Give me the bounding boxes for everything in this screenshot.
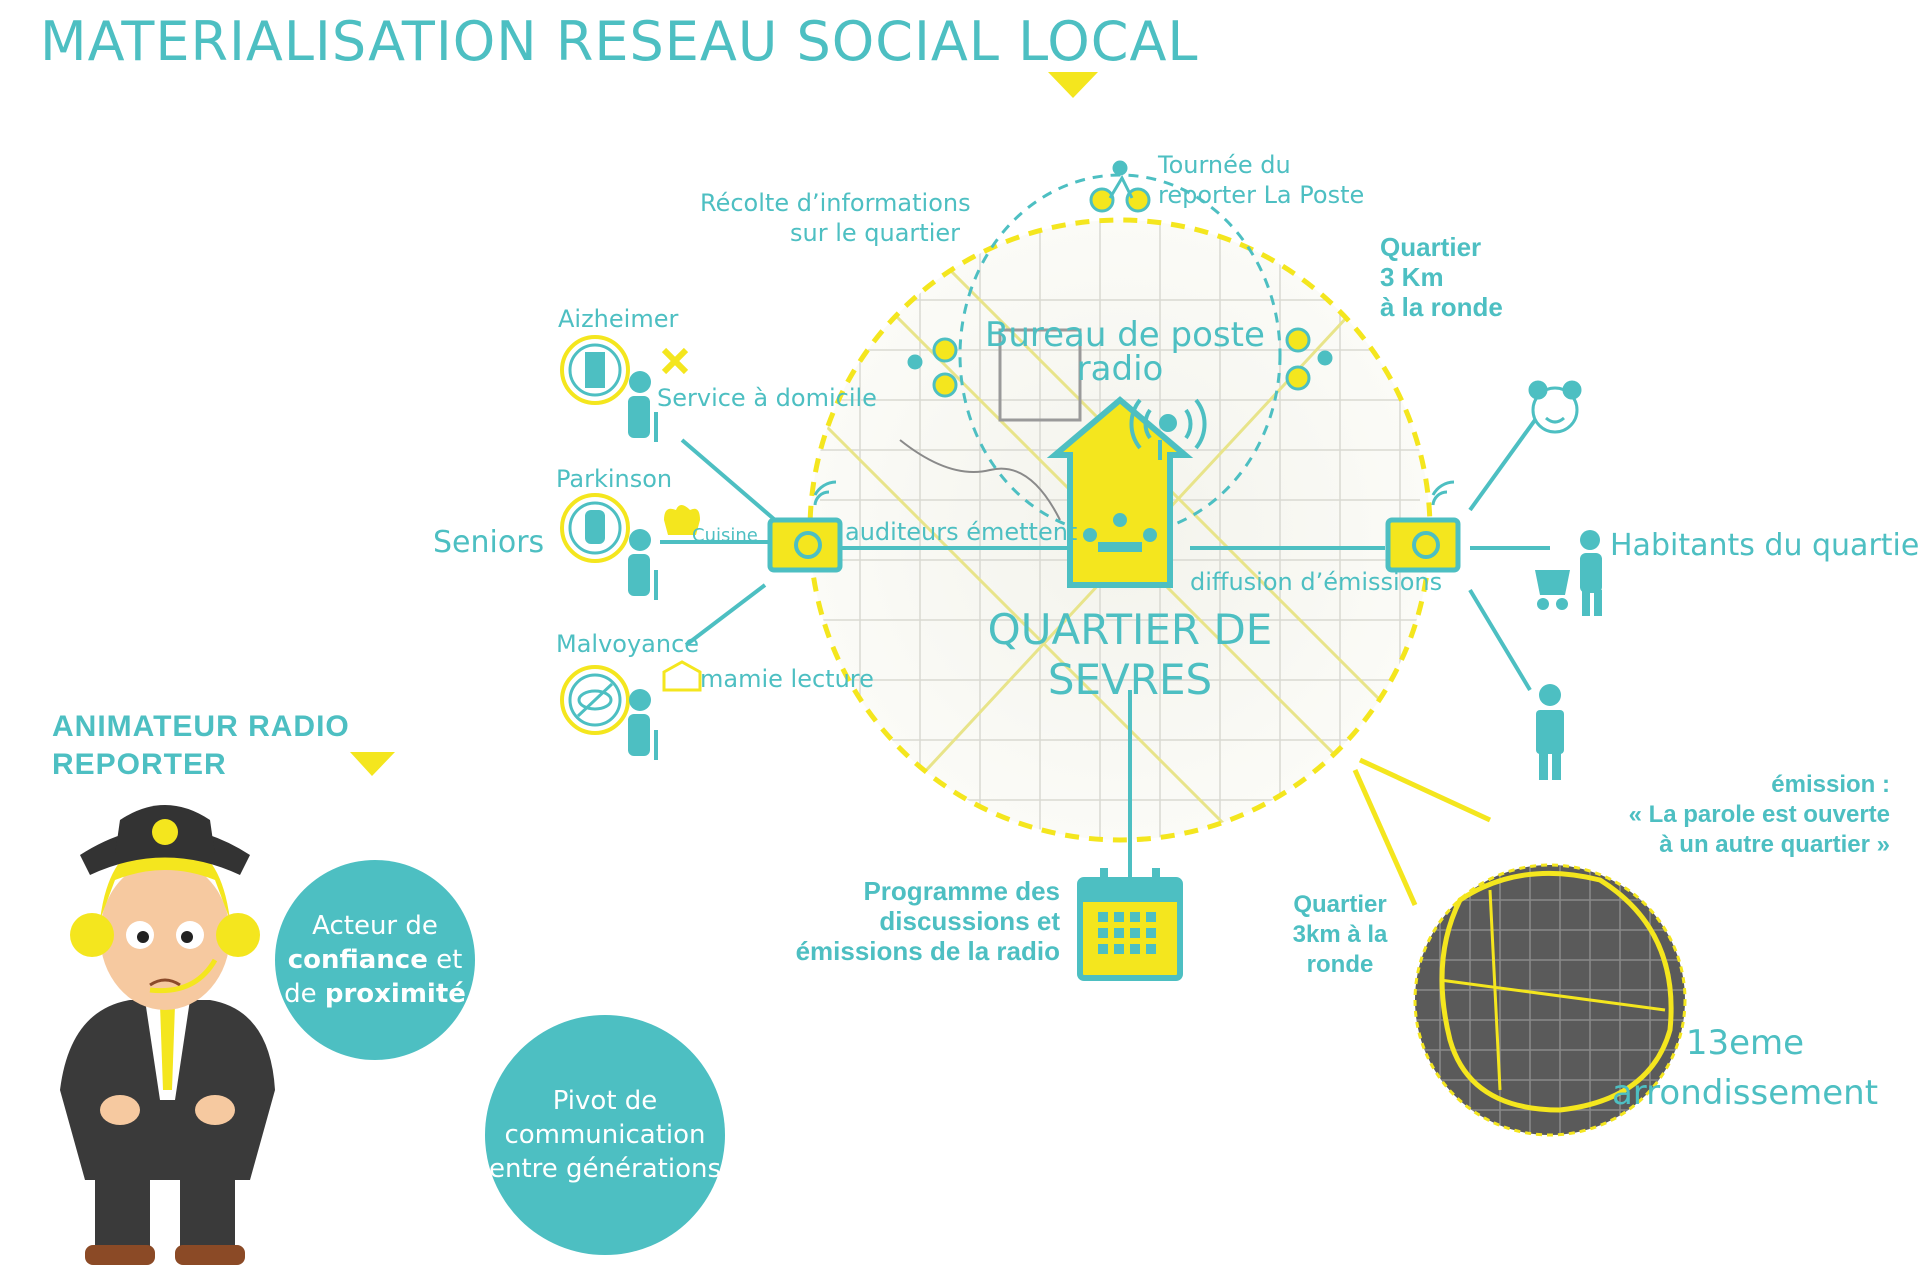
round-line: reporter La Poste xyxy=(1158,181,1365,209)
reporter-character xyxy=(60,805,275,1265)
program-label: Programme des discussions et émissions d… xyxy=(780,876,1060,966)
post-office-line: Bureau de poste xyxy=(985,315,1265,355)
reporter-round-label: Tournée du reporter La Poste xyxy=(1158,150,1364,210)
senior-person-icon xyxy=(628,371,658,760)
emission-line: à un autre quartier » xyxy=(1659,831,1890,858)
district-line: QUARTIER DE xyxy=(987,605,1273,654)
home-service-label: Service à domicile xyxy=(657,384,877,412)
reading-label: mamie lecture xyxy=(700,665,874,693)
arrondissement-line: arrondissement xyxy=(1611,1073,1879,1113)
arrondissement-line: 13eme xyxy=(1685,1023,1805,1063)
bubble-line: confiance et xyxy=(284,943,466,977)
post-office-house-icon xyxy=(1046,396,1194,588)
alzheimer-label: Aizheimer xyxy=(558,305,679,333)
malvoyance-icon xyxy=(560,665,630,735)
post-office-line: radio xyxy=(1076,349,1164,389)
cyclist-left-icon xyxy=(907,337,958,398)
alzheimer-icon xyxy=(560,335,630,405)
parent-stroller-icon xyxy=(1535,530,1602,616)
zone-radius-label: Quartier 3 Km à la ronde xyxy=(1380,232,1503,322)
post-office-label: Bureau de poste radio xyxy=(985,315,1265,389)
seniors-label: Seniors xyxy=(433,525,545,560)
zone-line: à la ronde xyxy=(1380,292,1503,322)
animateur-line: ANIMATEUR RADIO xyxy=(52,710,350,743)
arrondissement-label: 13eme arrondissement xyxy=(1610,1018,1880,1118)
bubble-bold: proximité xyxy=(324,979,466,1009)
listeners-label: auditeurs émettent xyxy=(845,518,1078,546)
child-face-icon xyxy=(1528,380,1582,434)
cyclist-right-icon xyxy=(1285,327,1333,391)
bubble-line: communication xyxy=(504,1120,706,1150)
connection-lines xyxy=(660,418,1550,880)
title-marker-icon xyxy=(1048,72,1098,98)
bubble-line: Pivot de xyxy=(552,1086,658,1116)
info-line: Récolte d’informations xyxy=(700,189,971,217)
emission-line: émission : xyxy=(1771,771,1890,798)
pivot-bubble: Pivot de communication entre générations xyxy=(485,1015,725,1255)
cyclist-icon xyxy=(1089,160,1151,213)
radius-line: 3km à la xyxy=(1292,921,1388,948)
tools-icon xyxy=(661,347,689,375)
radius-line: Quartier xyxy=(1293,891,1387,918)
zoom-lines xyxy=(1352,757,1492,907)
radius-line: ronde xyxy=(1306,951,1374,978)
trust-bubble: Acteur de confiance et de proximité xyxy=(275,860,475,1060)
thirteenth-arrondissement-map xyxy=(1413,863,1687,1137)
parkinson-icon xyxy=(560,493,630,563)
bubble-bold: confiance xyxy=(287,945,428,975)
radio-right-icon xyxy=(1385,480,1461,573)
calendar-icon xyxy=(1077,868,1183,981)
bubble-line: entre générations xyxy=(489,1154,721,1184)
animateur-heading: ANIMATEUR RADIO REPORTER xyxy=(52,708,350,784)
emission-label: émission : « La parole est ouverte à un … xyxy=(1560,770,1890,860)
bubble-line: Acteur de xyxy=(312,911,438,941)
bubble-text: et xyxy=(427,945,463,975)
program-line: Programme des xyxy=(863,876,1060,906)
book-icon xyxy=(662,660,702,692)
district-name: QUARTIER DE SEVRES xyxy=(980,605,1280,705)
neighborhood-radius-label: Quartier 3km à la ronde xyxy=(1265,890,1415,980)
parkinson-label: Parkinson xyxy=(556,465,673,493)
radio-left-icon xyxy=(767,480,843,573)
zone-line: 3 Km xyxy=(1380,262,1444,292)
cooking-label: Cuisine xyxy=(692,525,758,546)
animateur-marker-icon xyxy=(350,752,395,776)
program-line: émissions de la radio xyxy=(795,936,1060,966)
animateur-line: REPORTER xyxy=(52,748,227,781)
residents-label: Habitants du quartier xyxy=(1610,528,1920,563)
round-line: Tournée du xyxy=(1158,151,1291,179)
emission-line: « La parole est ouverte xyxy=(1628,801,1890,828)
bubble-text: de xyxy=(284,979,325,1009)
info-line: sur le quartier xyxy=(789,219,960,247)
malvoyance-label: Malvoyance xyxy=(556,630,700,658)
info-collection-label: Récolte d’informations sur le quartier xyxy=(700,188,971,248)
zone-line: Quartier xyxy=(1380,232,1482,262)
man-icon xyxy=(1536,684,1564,780)
antenna-icon xyxy=(1129,398,1207,450)
bubble-line: de proximité xyxy=(284,977,466,1011)
program-line: discussions et xyxy=(879,906,1060,936)
page-title: MATERIALISATION RESEAU SOCIAL LOCAL xyxy=(40,10,1199,73)
district-line: SEVRES xyxy=(1047,655,1213,704)
broadcast-label: diffusion d’émissions xyxy=(1190,568,1443,596)
chef-hat-icon xyxy=(664,505,700,535)
